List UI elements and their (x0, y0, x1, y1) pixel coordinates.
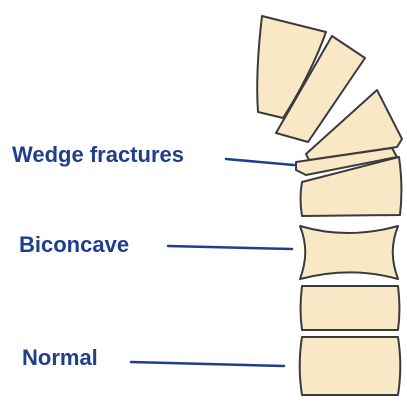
leader-line-normal (131, 362, 284, 366)
vertebra-normal (300, 337, 401, 395)
label-wedge-fractures: Wedge fractures (12, 144, 184, 166)
leader-line-wedge (226, 159, 294, 165)
vertebra-rectangle (301, 286, 400, 330)
vertebra-biconcave (300, 226, 398, 279)
label-biconcave: Biconcave (19, 234, 129, 256)
leader-line-biconcave (168, 246, 292, 249)
label-normal: Normal (22, 347, 98, 369)
